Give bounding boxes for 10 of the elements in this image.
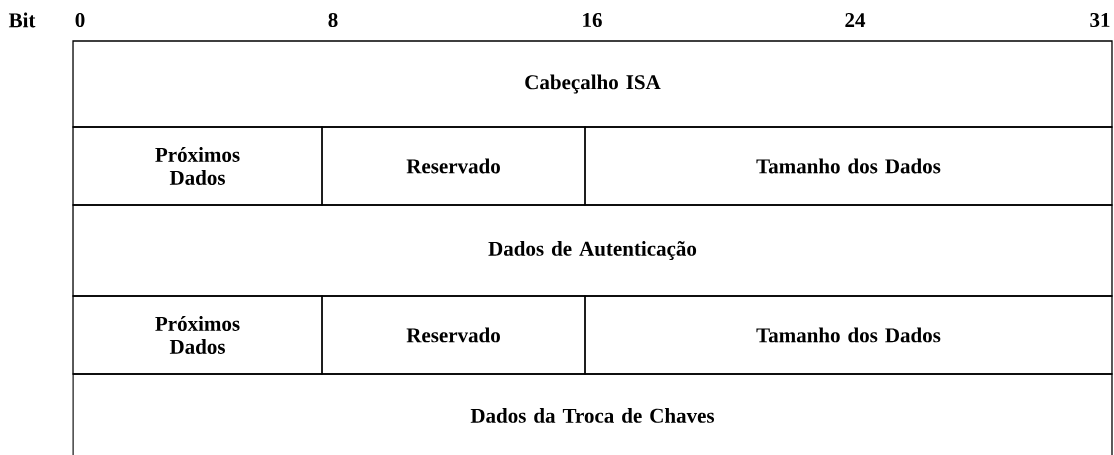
field-cell: Dados da Troca de Chaves: [72, 373, 1113, 455]
field-cell: Cabeçalho ISA: [72, 40, 1113, 128]
field-cell: Reservado: [321, 126, 586, 206]
field-cell: Reservado: [321, 295, 586, 375]
field-cell: Próximos Dados: [72, 295, 323, 375]
field-cell: Tamanho dos Dados: [584, 295, 1113, 375]
bit-label: Bit: [8, 12, 36, 28]
field-cell: Tamanho dos Dados: [584, 126, 1113, 206]
field-cell: Próximos Dados: [72, 126, 323, 206]
field-cell: Dados de Autenticação: [72, 204, 1113, 297]
